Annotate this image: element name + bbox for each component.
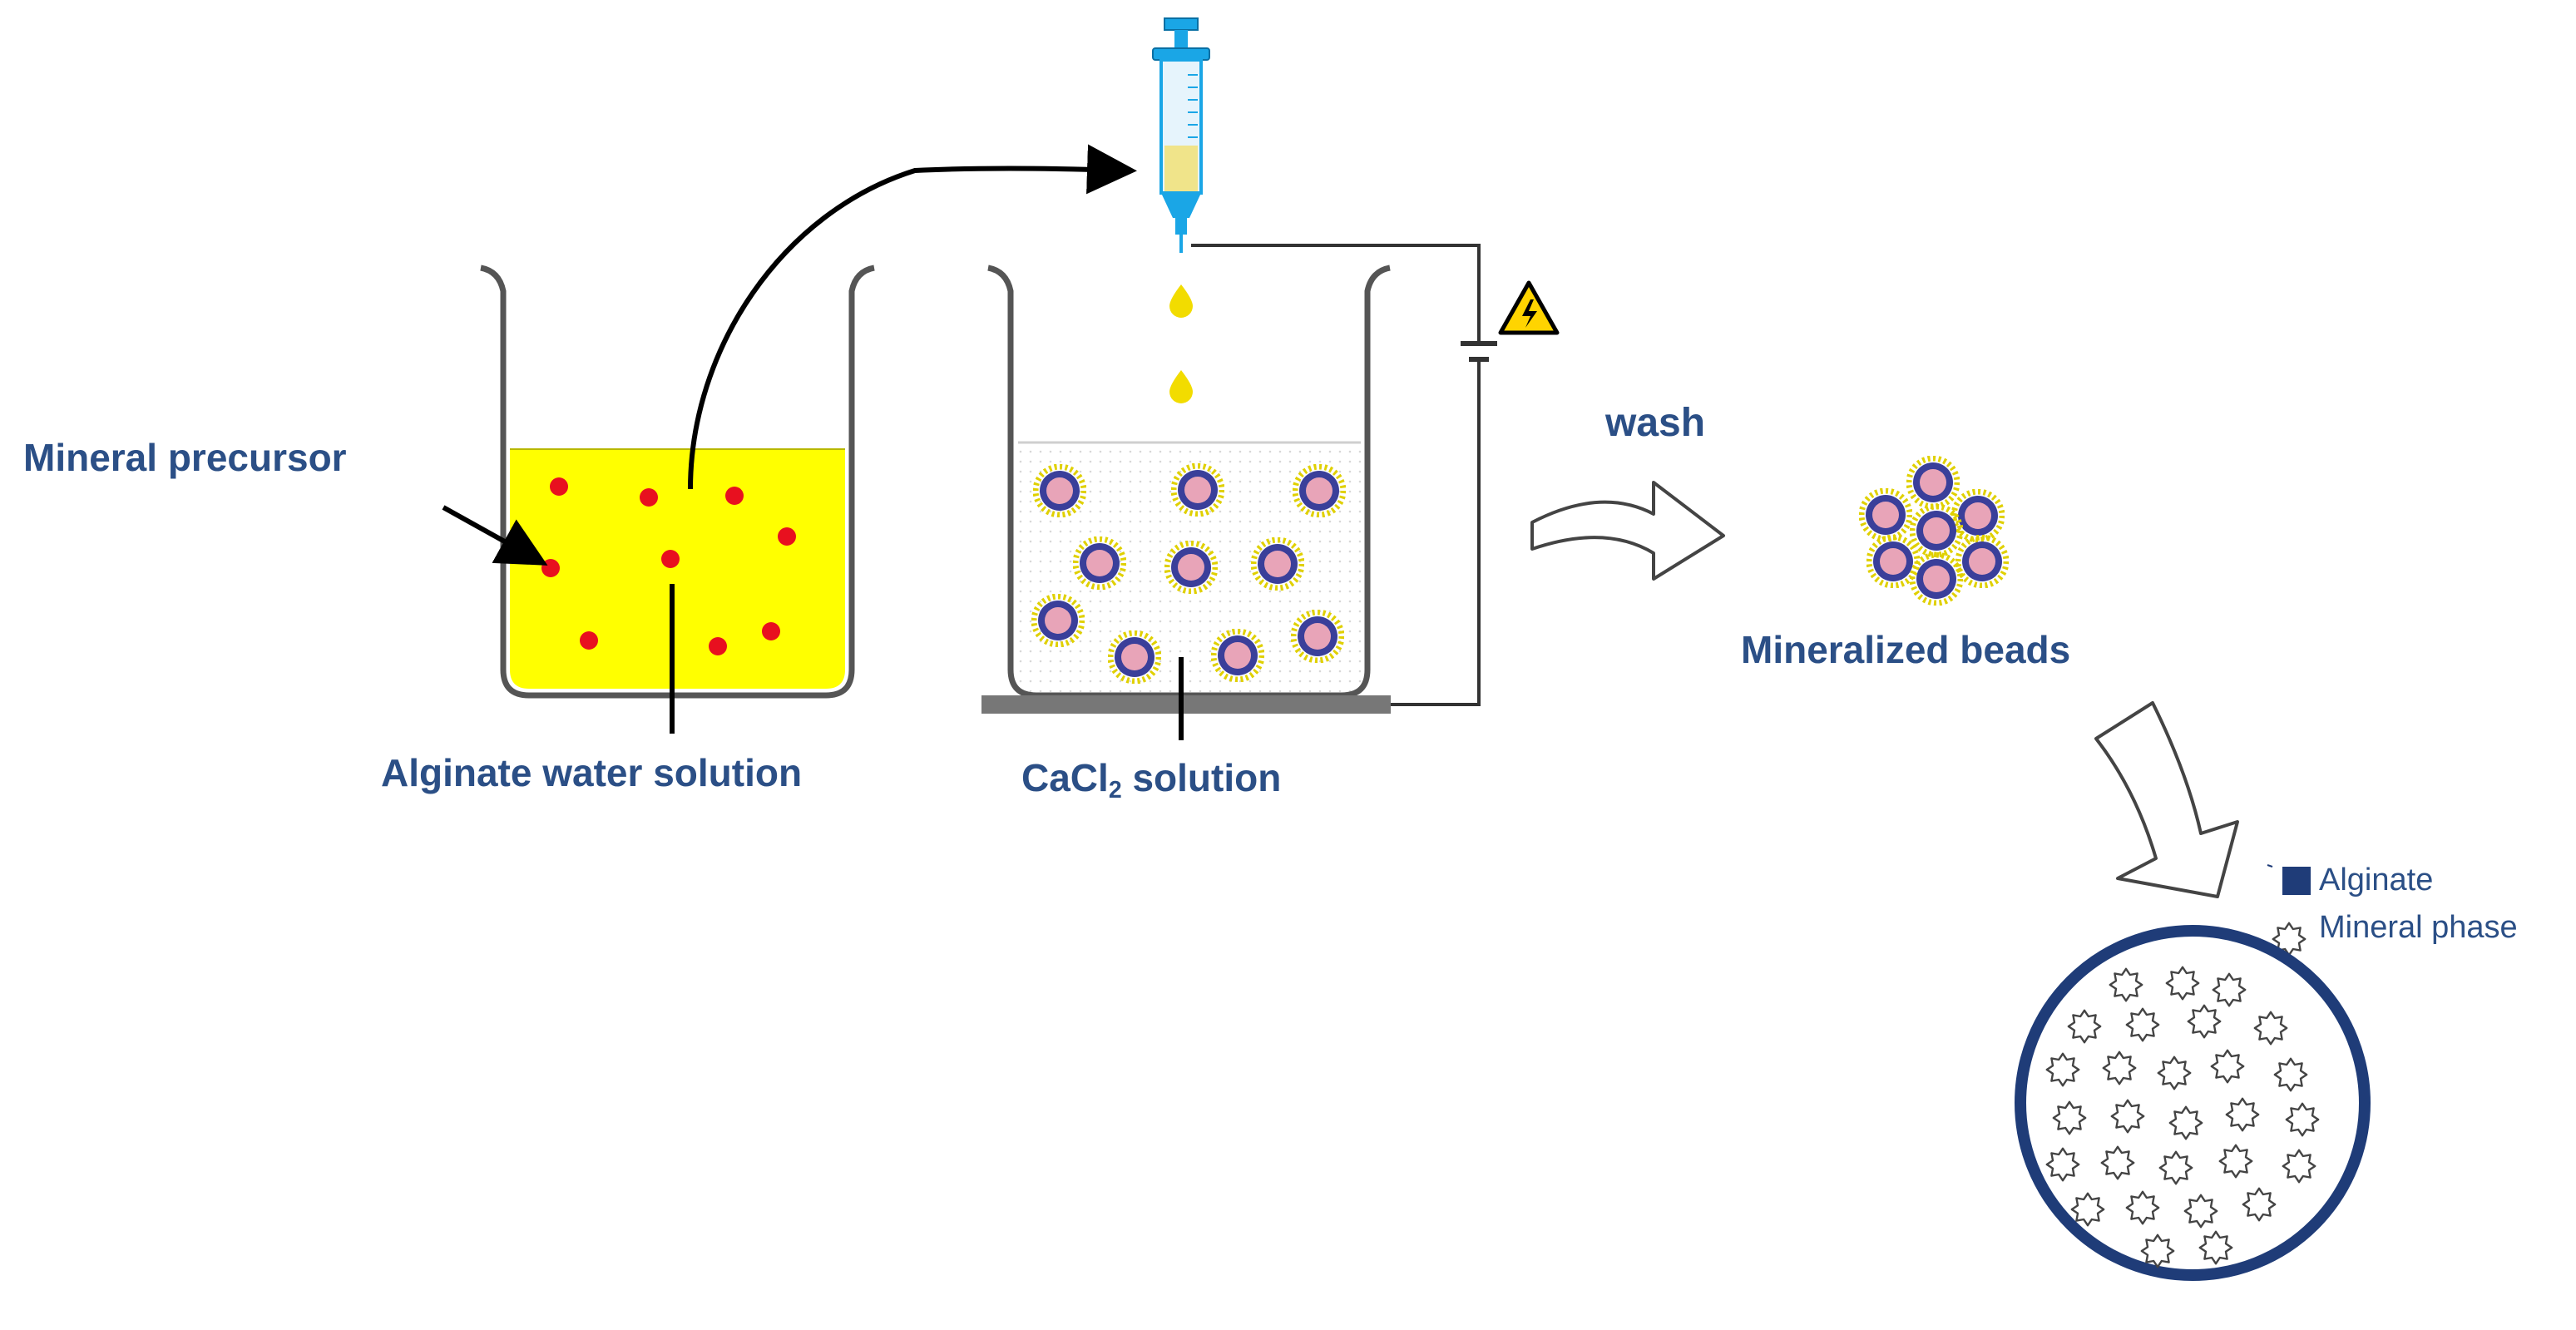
mineral-crystal <box>2100 1145 2135 1180</box>
zoom-arrow-icon <box>2094 701 2239 898</box>
mineral-crystal <box>2070 1192 2105 1227</box>
mineralized-bead <box>1909 458 1957 507</box>
mineral-crystal <box>2102 1051 2137 1085</box>
mineral-crystal <box>2282 1149 2316 1184</box>
precursor-dots <box>541 477 796 655</box>
mineral-crystal <box>2165 966 2200 1001</box>
mineral-crystal <box>2157 1056 2192 1090</box>
precursor-dot <box>778 527 796 546</box>
alginate-legend-swatch <box>2282 867 2311 895</box>
legend-alginate-label: Alginate <box>2319 863 2434 897</box>
mineral-crystal <box>2253 1011 2288 1046</box>
alginate-beaker <box>442 144 1137 734</box>
precursor-pointer-arrow <box>442 505 548 566</box>
mineral-crystal <box>2125 1007 2160 1042</box>
falling-drop <box>1169 284 1193 318</box>
curved-arrow-icon <box>1530 481 1725 581</box>
cacl2-suffix: solution <box>1121 756 1282 799</box>
legend-mineral-phase-label: Mineral phase <box>2319 910 2518 945</box>
mineral-crystal <box>2210 1049 2245 1084</box>
mineralized-bead <box>1862 491 1910 539</box>
high-voltage-warning-icon <box>1498 280 1560 335</box>
mineral-crystal <box>2125 1190 2160 1225</box>
mineral-crystal <box>2110 1099 2145 1134</box>
precursor-dot <box>550 477 568 496</box>
cacl2-solution-label: CaCl2 solution <box>1021 759 1281 803</box>
mineralized-bead <box>1958 537 2006 586</box>
cacl2-beaker <box>981 265 1391 740</box>
mineral-crystal <box>2140 1234 2175 1268</box>
stirrer-plate <box>981 695 1391 714</box>
mineral-crystal <box>2285 1102 2320 1137</box>
falling-drop <box>1169 370 1193 403</box>
mineral-crystal <box>2168 1105 2203 1140</box>
mineralized-beads-label: Mineralized beads <box>1741 628 2071 671</box>
precursor-dot <box>661 550 680 568</box>
mineralized-beads-cluster <box>1862 458 2006 603</box>
mineral-crystal <box>2067 1009 2102 1044</box>
bead-cross-section <box>2015 925 2371 1281</box>
precursor-dot <box>725 487 744 505</box>
mineral-crystal <box>2225 1097 2260 1132</box>
mineral-crystal <box>2242 1187 2277 1222</box>
precursor-dot <box>580 631 598 650</box>
mineral-crystal <box>2109 967 2143 1002</box>
mineral-crystal <box>2158 1150 2193 1185</box>
transfer-arrow <box>688 144 1137 490</box>
mineral-crystal <box>2183 1194 2218 1229</box>
precursor-dot <box>709 637 727 655</box>
mineral-crystal <box>2045 1052 2080 1087</box>
precursor-dot <box>541 559 560 577</box>
legend <box>2267 864 2311 957</box>
mineral-crystal <box>2198 1230 2233 1265</box>
mineral-precursor-label: Mineral precursor <box>23 436 347 479</box>
mineral-crystal <box>2212 972 2247 1007</box>
mineral-crystal <box>2045 1147 2080 1182</box>
alginate-liquid <box>510 449 845 689</box>
beaker-outline <box>480 265 875 699</box>
voltage-circuit <box>1191 244 1497 706</box>
syringe-icon <box>1152 17 1210 253</box>
precursor-dot <box>640 488 658 507</box>
cacl2-subscript: 2 <box>1108 776 1122 803</box>
mineral-crystal <box>2218 1144 2253 1179</box>
mineral-crystal <box>2187 1004 2222 1039</box>
mineral-crystal <box>2052 1100 2087 1135</box>
cacl2-formula: CaCl <box>1021 756 1109 799</box>
wash-label: wash <box>1605 401 1706 445</box>
precursor-dot <box>762 622 780 640</box>
alginate-solution-label: Alginate water solution <box>381 751 803 794</box>
mineral-crystal <box>2273 1057 2308 1092</box>
